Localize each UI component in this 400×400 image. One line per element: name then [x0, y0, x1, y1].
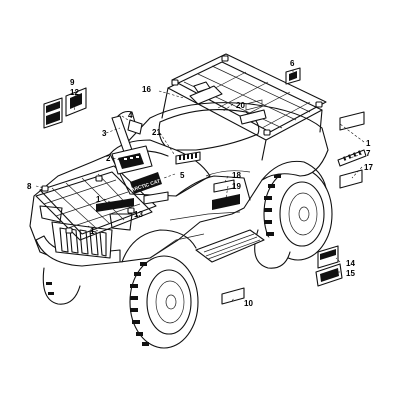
decal-17: [339, 169, 363, 189]
callout-5: 4: [128, 111, 133, 120]
callout-14: 14: [346, 259, 355, 268]
storage-lid: [189, 81, 223, 105]
decal-8-strip: [337, 149, 367, 167]
front-rack: [35, 165, 157, 241]
decal-1-rear: [339, 111, 365, 131]
callout-1-rear: 1: [366, 139, 371, 148]
callout-17: 17: [364, 163, 373, 172]
callout-21: 21: [152, 128, 161, 137]
front-left-wheel: [42, 267, 81, 305]
callout-7: 6: [290, 59, 295, 68]
handlebar: [111, 110, 169, 175]
callout-19: 19: [232, 182, 241, 191]
decal-7: [285, 67, 301, 85]
rear-fender-decal: [239, 99, 267, 125]
callout-13: 13: [134, 210, 143, 219]
callout-8: 7: [366, 149, 371, 158]
decal-11-12: [43, 87, 87, 129]
callout-20: 20: [236, 101, 245, 110]
side-stripe-decal: [175, 151, 201, 165]
callout-6: 5: [180, 171, 185, 180]
callout-15: 15: [346, 269, 355, 278]
rear-right-wheel: [263, 167, 333, 261]
callout-11: 9: [70, 78, 75, 87]
callout-1-front: 1: [90, 227, 95, 236]
callout-18: 18: [232, 171, 241, 180]
callout-3: 2: [106, 154, 111, 163]
side-panel-decal: [212, 179, 240, 210]
callout-12: 12: [70, 88, 79, 97]
front-fender-decal: [96, 191, 169, 212]
leader-lines: [35, 70, 365, 302]
callout-9: 8: [27, 182, 32, 191]
rear-rack: [161, 53, 327, 161]
callout-4: 3: [102, 129, 107, 138]
decal-10: [221, 287, 245, 305]
decal-14-15: [315, 245, 343, 287]
callout-labels: 9 12 16 6 4 3 21 20 1 7 17 2 5 18 19 8 1…: [27, 59, 373, 308]
callout-10: 10: [244, 299, 253, 308]
callout-2: 1: [96, 195, 101, 204]
callout-16: 16: [142, 85, 151, 94]
front-right-wheel: [129, 255, 199, 349]
